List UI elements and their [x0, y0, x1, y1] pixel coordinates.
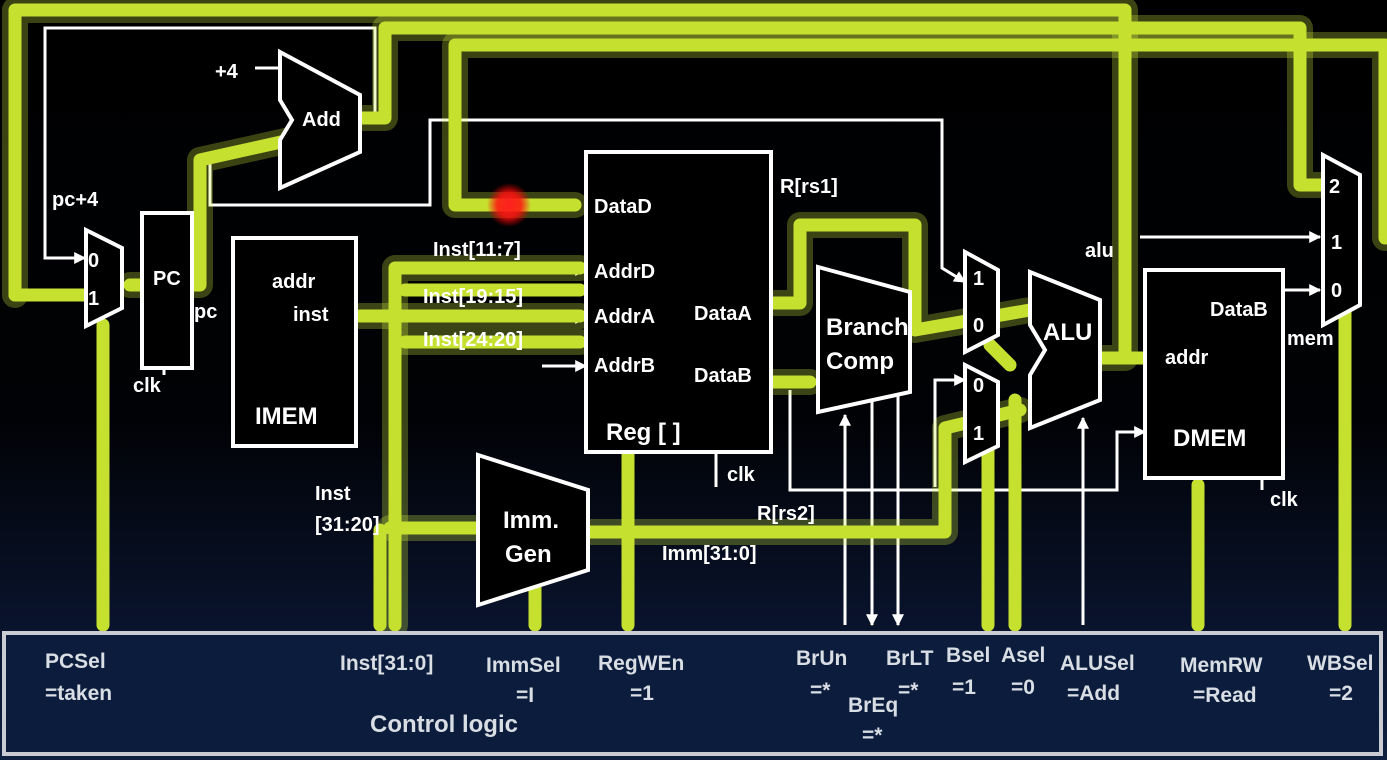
- breq-label: BrEq: [848, 694, 898, 717]
- pc-register: PC pc clk: [133, 211, 217, 397]
- branch-comp-label-top: Branch: [826, 314, 909, 341]
- datad-label: DataD: [594, 196, 652, 218]
- reg-clk-label: clk: [727, 464, 756, 486]
- immsel-label: ImmSel: [486, 654, 561, 677]
- dmem-addr-label: addr: [1165, 347, 1209, 369]
- wbsel-label: WBSel: [1307, 652, 1374, 675]
- pc-mux-0-label: 0: [88, 250, 99, 272]
- dataa-label: DataA: [694, 303, 752, 325]
- breq-value: =*: [862, 724, 883, 747]
- imem-label: IMEM: [255, 403, 318, 430]
- asel-value: =0: [1011, 676, 1035, 699]
- wb-mux-2-label: 2: [1329, 176, 1340, 198]
- alu-output-label: alu: [1085, 240, 1114, 262]
- inst-19-15-label: Inst[19:15]: [423, 286, 523, 308]
- wbsel-value: =2: [1329, 682, 1353, 705]
- adder: +4 Add: [215, 48, 362, 192]
- imem-inst-label: inst: [293, 304, 329, 326]
- inst-31-20-label-bottom: [31:20]: [315, 514, 379, 536]
- wb-mux-0-label: 0: [1331, 280, 1342, 302]
- inst-field-labels: Inst[11:7] Inst[19:15] Inst[24:20] Inst …: [315, 239, 523, 536]
- addrb-label: AddrB: [594, 355, 655, 377]
- inst-31-20-label-top: Inst: [315, 483, 351, 505]
- a-mux-0-label: 0: [973, 315, 984, 337]
- control-logic-panel: [2, 631, 1383, 756]
- inst-24-20-label: Inst[24:20]: [423, 329, 523, 351]
- a-mux-1-label: 1: [973, 268, 984, 290]
- brlt-label: BrLT: [886, 647, 934, 670]
- asel-label: Asel: [1001, 644, 1045, 667]
- pc-output-label: pc: [194, 301, 217, 323]
- pc-register-label: PC: [153, 268, 181, 290]
- dmem-label: DMEM: [1173, 425, 1246, 452]
- register-file: DataD AddrD AddrA AddrB DataA DataB Reg …: [584, 150, 838, 525]
- adder-label: Add: [302, 109, 341, 131]
- imm-gen-label-top: Imm.: [503, 507, 559, 534]
- addra-label: AddrA: [594, 306, 655, 328]
- alu: ALU alu: [1028, 240, 1114, 431]
- branch-comparator: Branch Comp: [816, 264, 912, 415]
- register-file-label: Reg [ ]: [606, 419, 681, 446]
- b-mux-0-label: 0: [973, 375, 984, 397]
- b-mux-1-label: 1: [973, 423, 984, 445]
- dmem-datab-label: DataB: [1210, 299, 1268, 321]
- pc-clk-label: clk: [133, 375, 162, 397]
- imem-block: addr inst IMEM: [231, 236, 358, 448]
- memrw-label: MemRW: [1180, 654, 1263, 677]
- memrw-value: =Read: [1193, 684, 1257, 707]
- brun-label: BrUn: [796, 647, 847, 670]
- pc-mux-1-label: 1: [88, 288, 99, 310]
- inst-31-0-label: Inst[31:0]: [340, 652, 433, 675]
- r-rs2-label: R[rs2]: [757, 503, 815, 525]
- brlt-value: =*: [898, 679, 919, 702]
- imm-gen-label-bottom: Gen: [505, 541, 552, 568]
- branch-comp-label-bottom: Comp: [826, 348, 894, 375]
- dmem-block: DataB addr DMEM clk: [1143, 268, 1299, 511]
- imem-addr-label: addr: [272, 271, 316, 293]
- pc-plus4-label: pc+4: [52, 189, 99, 211]
- mem-label: mem: [1287, 328, 1334, 350]
- pc-mux: 0 1 pc+4: [52, 189, 124, 330]
- inst-11-7-label: Inst[11:7]: [433, 239, 521, 261]
- bsel-value: =1: [952, 676, 976, 699]
- pcsel-value: =taken: [45, 682, 112, 705]
- a-mux: 1 0: [963, 248, 1000, 356]
- laser-pointer-dot: [487, 183, 531, 227]
- bsel-label: Bsel: [946, 644, 990, 667]
- writeback-mux: 2 1 0 mem: [1287, 151, 1362, 350]
- regwen-label: RegWEn: [598, 652, 684, 675]
- wb-mux-1-label: 1: [1331, 232, 1342, 254]
- datab-label: DataB: [694, 365, 752, 387]
- inactive-wires: [43, 26, 1322, 627]
- addrd-label: AddrD: [594, 261, 655, 283]
- brun-value: =*: [810, 679, 831, 702]
- pcsel-label: PCSel: [45, 650, 106, 673]
- alusel-label: ALUSel: [1060, 652, 1135, 675]
- r-rs1-label: R[rs1]: [780, 176, 838, 198]
- imm-gen: Imm. Gen Imm[31:0]: [476, 452, 756, 608]
- immsel-value: =I: [516, 684, 534, 707]
- alusel-value: =Add: [1067, 682, 1120, 705]
- plus4-label: +4: [215, 61, 239, 83]
- dmem-clk-label: clk: [1270, 489, 1299, 511]
- b-mux: 0 1: [963, 361, 1000, 466]
- control-logic-title: Control logic: [370, 711, 518, 738]
- regwen-value: =1: [630, 682, 654, 705]
- alu-label: ALU: [1043, 319, 1092, 346]
- imm-31-0-label: Imm[31:0]: [662, 543, 756, 565]
